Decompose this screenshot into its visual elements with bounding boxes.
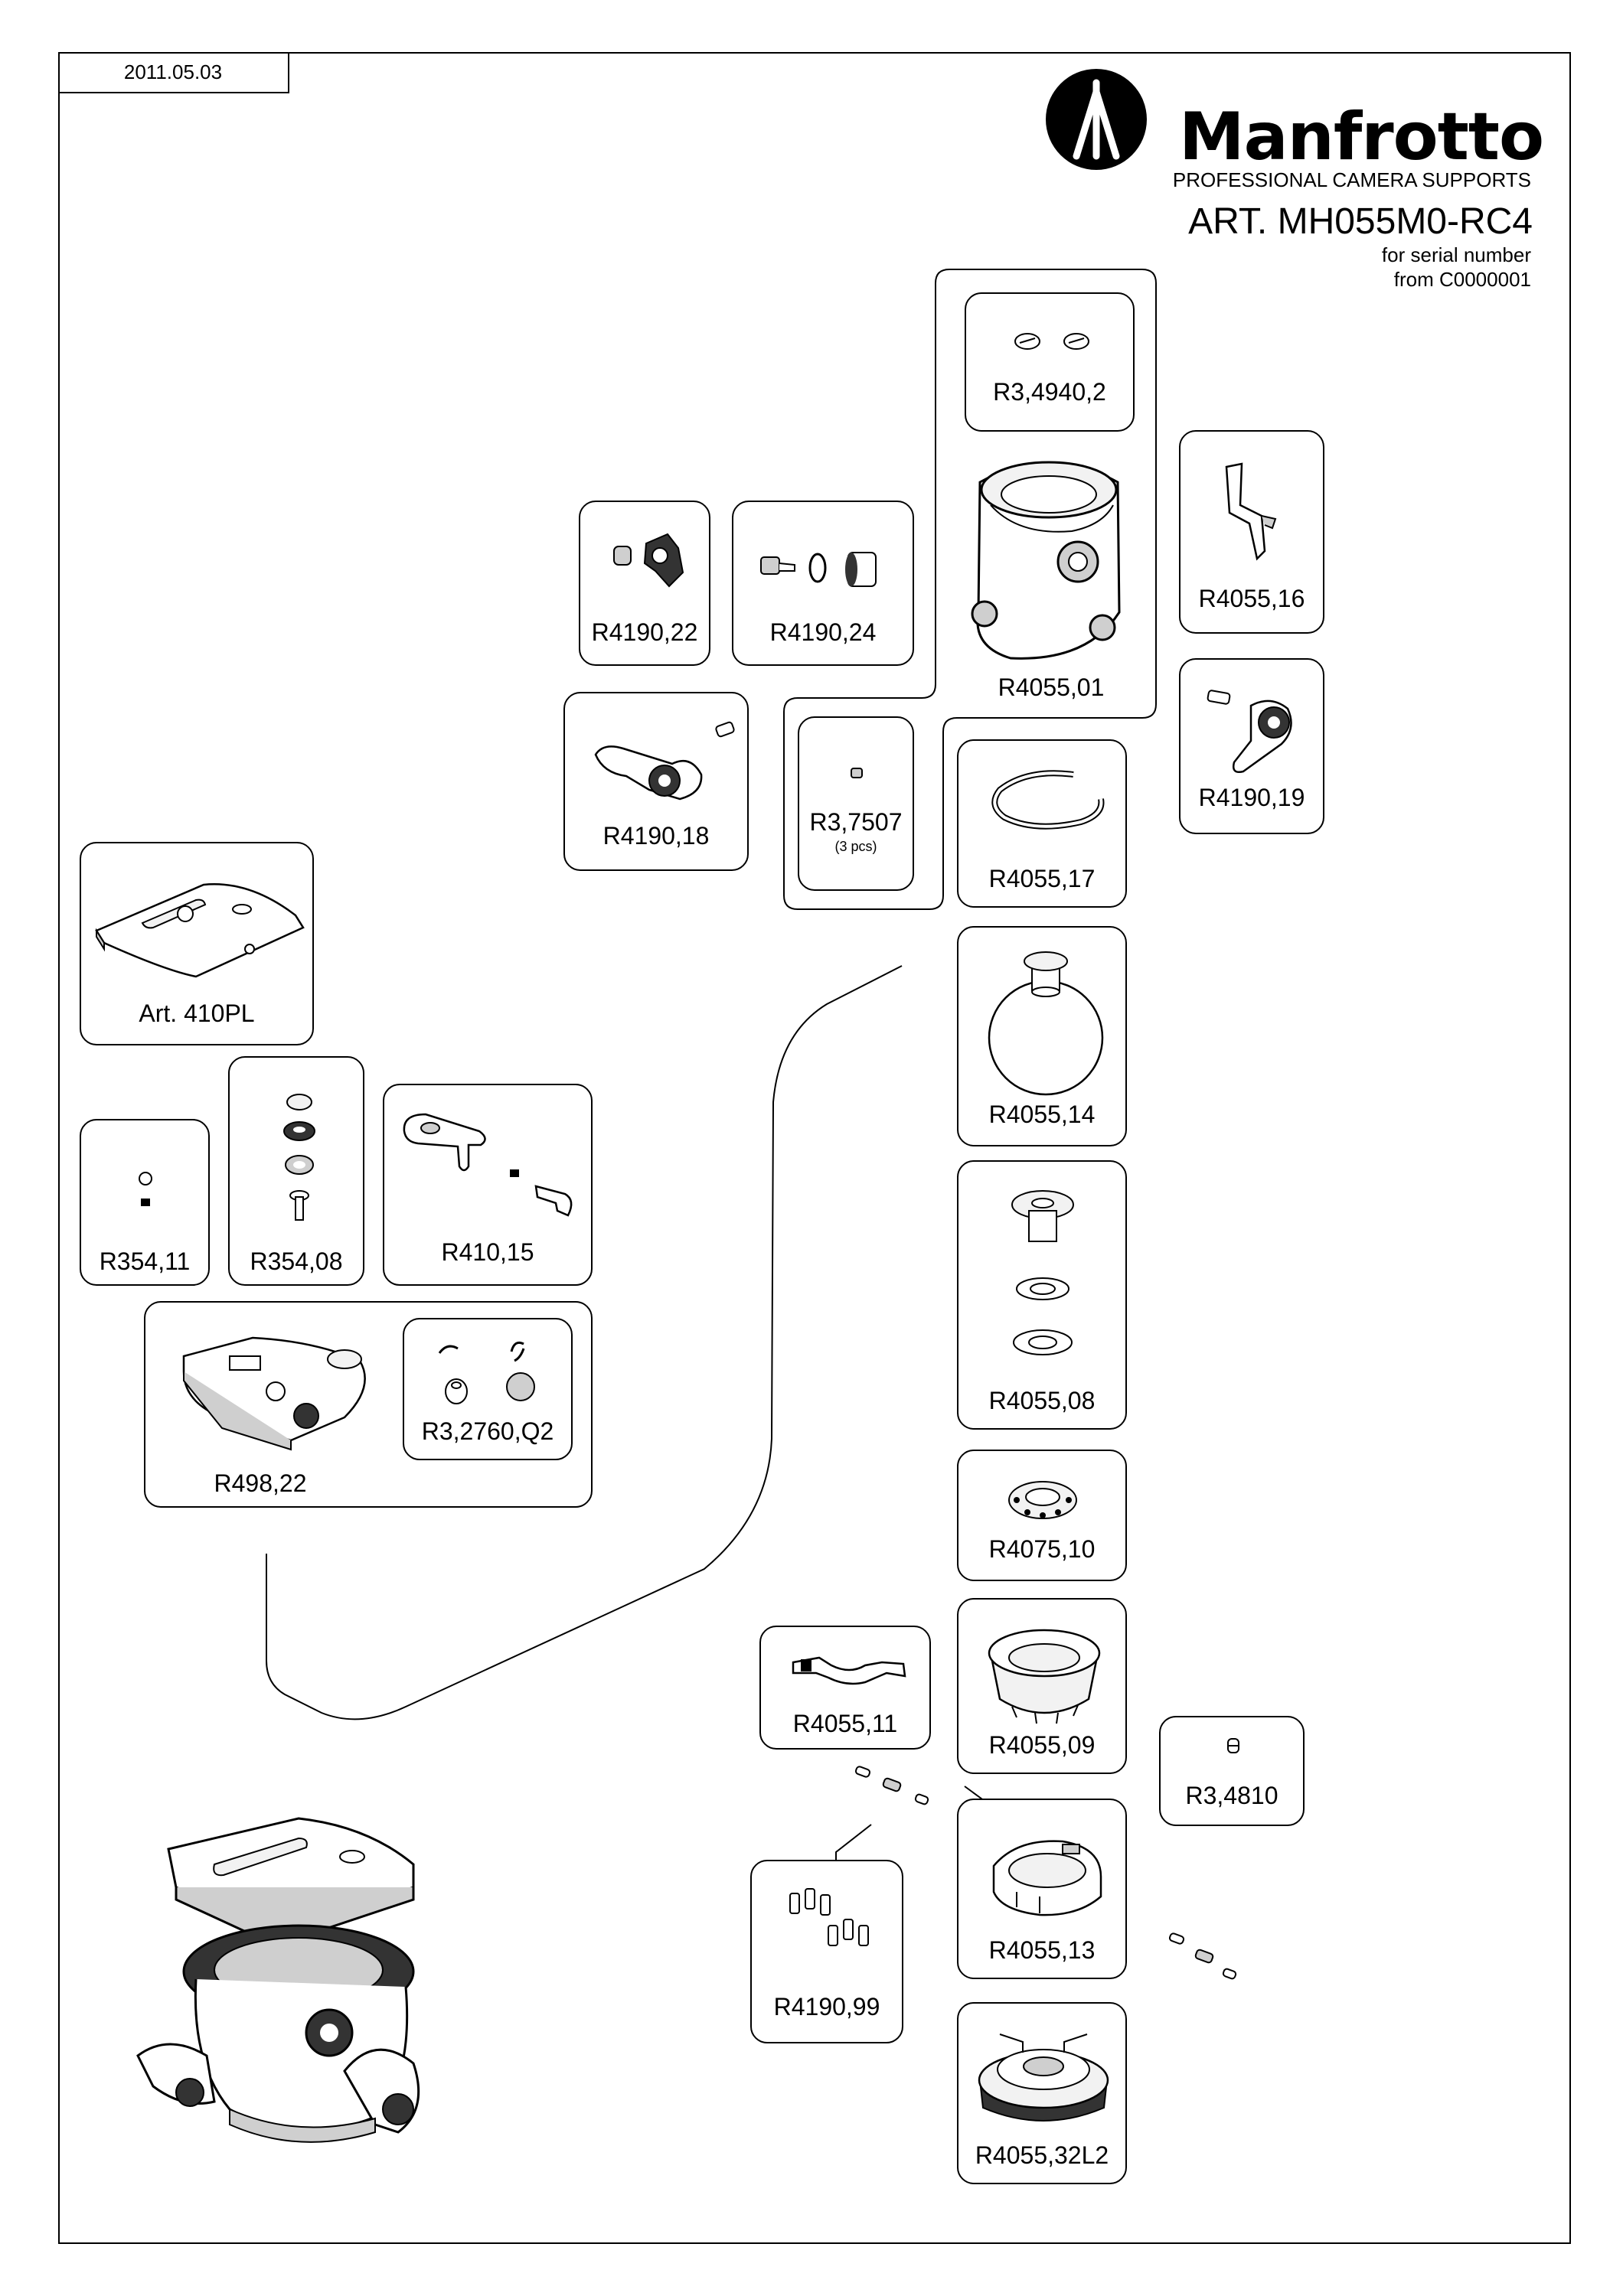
part-code: R498,22 — [214, 1469, 307, 1497]
part-r3-4810[interactable]: R3,4810 — [1159, 1716, 1305, 1826]
part-code: R4055,09 — [988, 1731, 1096, 1759]
part-r3-2760-q2[interactable]: R3,2760,Q2 — [403, 1318, 573, 1460]
article-number: ART. MH055M0-RC4 — [1188, 201, 1533, 242]
nut-ring-icon — [1008, 1481, 1077, 1519]
clamp-base-icon — [182, 1336, 366, 1451]
part-r4075-10[interactable]: R4075,10 — [957, 1450, 1127, 1581]
washer-stack-icon — [283, 1094, 315, 1221]
part-r4055-16[interactable]: R4055,16 — [1179, 430, 1324, 634]
brand-tagline: PROFESSIONAL CAMERA SUPPORTS — [1172, 168, 1531, 191]
part-code: R4190,19 — [1198, 784, 1305, 811]
part-code: R354,08 — [250, 1247, 343, 1275]
page-frame — [58, 52, 1571, 2244]
panning-base-icon — [978, 2033, 1109, 2122]
knob-screw-icon — [613, 533, 684, 588]
part-code: R4055,14 — [988, 1101, 1096, 1128]
part-code: R4075,10 — [988, 1535, 1096, 1563]
part-code: R4055,32L2 — [975, 2141, 1109, 2169]
part-r4190-24[interactable]: R4190,24 — [732, 501, 914, 666]
part-code: R4055,17 — [988, 865, 1096, 892]
assembled-ball-head-illustration — [136, 1817, 420, 2143]
part-r4190-18[interactable]: R4190,18 — [563, 692, 749, 871]
part-code: R4055,08 — [988, 1387, 1096, 1414]
part-r4055-08[interactable]: R4055,08 — [957, 1160, 1127, 1430]
bushing-washers-icon — [1011, 1190, 1074, 1355]
quick-release-plate-icon — [95, 883, 305, 978]
part-r4055-17[interactable]: R4055,17 — [957, 739, 1127, 908]
part-r354-11[interactable]: R354,11 — [80, 1119, 210, 1286]
lever-knob-icon — [594, 721, 735, 801]
part-code: R4055,16 — [1198, 585, 1305, 612]
part-r4055-09[interactable]: R4055,09 — [957, 1598, 1127, 1774]
part-art-410pl[interactable]: Art. 410PL — [80, 842, 314, 1045]
part-code: R4055,13 — [988, 1936, 1096, 1964]
set-screw-icon — [851, 768, 863, 778]
bushing-set-icon — [760, 552, 877, 587]
ball-icon — [988, 951, 1104, 1096]
part-r410-15[interactable]: R410,15 — [383, 1084, 593, 1286]
lever-knob-icon — [1207, 690, 1292, 773]
pin-set-icon — [789, 1888, 869, 1946]
serial-note-line2: from C0000001 — [1393, 268, 1531, 291]
date-label: 2011.05.03 — [58, 52, 289, 93]
part-code: Art. 410PL — [139, 1000, 255, 1027]
split-ring-icon — [991, 770, 1105, 830]
clamp-lever-icon — [1225, 462, 1277, 561]
part-quantity-note: (3 pcs) — [834, 839, 877, 854]
part-code: R3,4810 — [1185, 1782, 1278, 1809]
spring-kit-icon — [438, 1341, 535, 1404]
part-code: R4190,24 — [769, 618, 877, 646]
head-body-icon — [971, 461, 1121, 660]
part-r4055-11[interactable]: R4055,11 — [759, 1626, 931, 1750]
part-r4190-22[interactable]: R4190,22 — [579, 501, 710, 666]
serial-note-line1: for serial number — [1381, 243, 1531, 266]
release-lever-icon — [403, 1113, 573, 1217]
part-code: R4190,22 — [591, 618, 698, 646]
part-code: R3,7507 — [809, 808, 903, 836]
part-r4055-13[interactable]: R4055,13 — [957, 1799, 1127, 1979]
spring-pin-icon — [1227, 1738, 1239, 1753]
part-code: R354,11 — [99, 1247, 191, 1275]
screw-pair-icon — [1014, 333, 1089, 350]
housing-cup-icon — [988, 1629, 1101, 1724]
part-code: R4190,18 — [603, 822, 710, 850]
part-code-r4055-01: R4055,01 — [998, 673, 1105, 701]
part-r4055-32l2[interactable]: R4055,32L2 — [957, 2002, 1127, 2184]
part-code: R4190,99 — [773, 1993, 880, 2020]
part-r3-4940-2[interactable]: R3,4940,2 — [965, 292, 1135, 432]
part-r4055-14[interactable]: R4055,14 — [957, 926, 1127, 1146]
brand-name: Manfrotto — [1179, 99, 1544, 175]
split-collar-icon — [992, 1840, 1102, 1916]
part-code: R3,4940,2 — [993, 378, 1106, 406]
loose-pins-icon — [1168, 1932, 1237, 1980]
manfrotto-logo-icon — [1046, 69, 1147, 170]
screw-pin-icon — [139, 1172, 152, 1206]
part-r354-08[interactable]: R354,08 — [228, 1056, 364, 1286]
part-r4190-99[interactable]: R4190,99 — [750, 1860, 903, 2043]
part-code: R3,2760,Q2 — [421, 1417, 554, 1445]
part-code: R410,15 — [441, 1238, 534, 1266]
part-code: R4055,11 — [792, 1710, 898, 1737]
part-r3-7507[interactable]: R3,7507 (3 pcs) — [798, 716, 914, 891]
locking-fork-icon — [792, 1656, 906, 1685]
loose-pins-icon — [854, 1766, 929, 1805]
part-r4190-19[interactable]: R4190,19 — [1179, 658, 1324, 834]
